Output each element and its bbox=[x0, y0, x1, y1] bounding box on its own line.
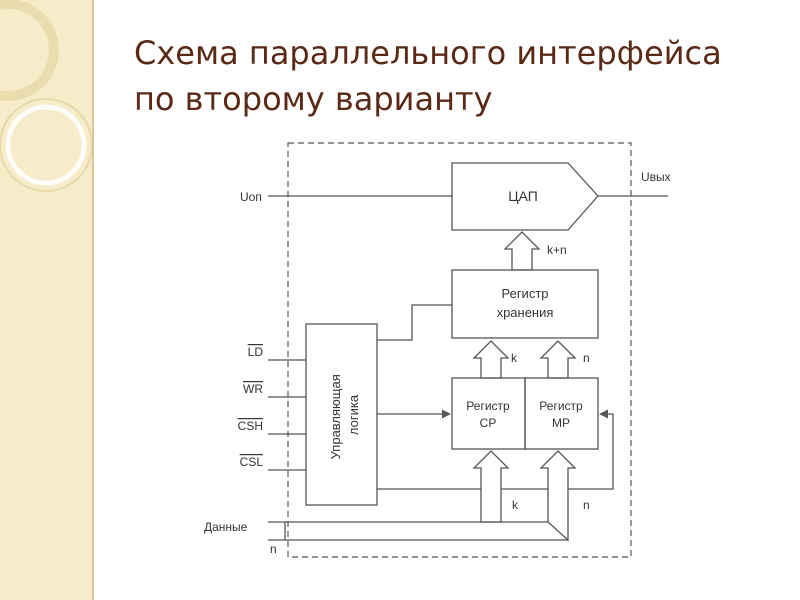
dac-block bbox=[451, 162, 599, 231]
dashed-boundary bbox=[287, 142, 632, 558]
storage-register-label-1: Регистр bbox=[501, 286, 548, 301]
data-n-label: n bbox=[270, 542, 277, 556]
bus-k-upper-label: k bbox=[511, 351, 518, 365]
storage-register-label-2: хранения bbox=[497, 305, 554, 320]
bus-arrow-kn bbox=[503, 231, 541, 271]
bus-k-lower-label: k bbox=[512, 498, 519, 512]
bus-arrow-k-lower bbox=[472, 450, 510, 523]
signal-wr-label: WR bbox=[243, 382, 263, 396]
control-to-storage-wire bbox=[377, 304, 452, 341]
decorative-left-rule bbox=[92, 0, 94, 600]
control-logic-label-2: логика bbox=[346, 394, 361, 435]
register-sr-label-1: Регистр bbox=[466, 399, 510, 413]
signal-csl-label: CSL bbox=[240, 455, 264, 469]
uop-label: Uоп bbox=[240, 190, 262, 204]
bus-arrow-n-upper bbox=[539, 340, 577, 379]
uvyh-label: Uвых bbox=[641, 170, 671, 184]
register-mr-block bbox=[524, 377, 599, 450]
bus-kn-label: k+n bbox=[547, 243, 567, 257]
bus-n-upper-label: n bbox=[583, 351, 590, 365]
register-sr-label-2: СР bbox=[480, 416, 497, 430]
bus-arrow-k-upper bbox=[472, 340, 510, 379]
signal-ld-label: LD bbox=[248, 345, 264, 359]
data-label: Данные bbox=[204, 520, 248, 534]
signal-csh-label: CSH bbox=[238, 419, 263, 433]
slide-title-line2: по второму варианту bbox=[134, 80, 493, 118]
register-mr-label-2: МР bbox=[552, 416, 570, 430]
slide-title-line1: Схема параллельного интерфейса bbox=[134, 34, 722, 72]
bus-arrow-n-lower bbox=[539, 450, 577, 542]
bus-n-lower-label: n bbox=[583, 498, 590, 512]
slide-title: Схема параллельного интерфейса по втором… bbox=[134, 30, 774, 122]
control-logic-label: Управляющая логика bbox=[328, 371, 361, 460]
decorative-circles bbox=[0, 0, 92, 192]
dac-label: ЦАП bbox=[508, 188, 538, 204]
control-logic-label-1: Управляющая bbox=[328, 374, 343, 459]
storage-register-block bbox=[451, 269, 599, 339]
register-mr-label-1: Регистр bbox=[539, 399, 583, 413]
register-sr-block bbox=[451, 377, 526, 450]
